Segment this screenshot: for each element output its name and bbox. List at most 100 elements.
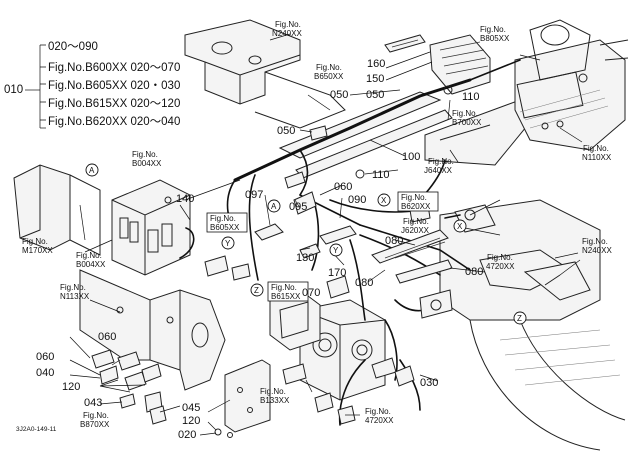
svg-text:A: A [89,166,95,175]
marker-a-left: A [85,163,99,177]
svg-text:Fig.No.: Fig.No. [260,387,286,396]
svg-text:B133XX: B133XX [260,396,290,405]
part-num-060-a: 060 [98,331,116,343]
fig-ref-b870: Fig.No. B870XX [80,411,110,429]
part-num-110-mid: 110 [372,169,390,181]
svg-text:B620XX: B620XX [401,202,431,211]
fig-ref-b004-upper: Fig.No. B004XX [132,150,162,168]
callout-line-4: Fig.No.B615XX 020～120 [48,98,180,110]
part-num-140: 140 [176,193,194,205]
fig-ref-m170: Fig.No. M170XX [22,237,53,255]
part-num-060-center: 060 [334,181,352,193]
fig-ref-j620: Fig.No. J620XX [401,217,430,235]
svg-text:J620XX: J620XX [401,226,430,235]
svg-text:Fig.No.: Fig.No. [22,237,48,246]
part-num-150: 150 [366,73,384,85]
part-num-090: 090 [348,194,366,206]
fig-ref-4720-right: Fig.No. 4720XX [486,253,515,271]
part-num-130: 130 [296,252,314,264]
lower-bracket-plate [224,359,271,433]
svg-text:B004XX: B004XX [76,260,106,269]
center-connector-row [204,85,453,299]
part-num-040: 040 [36,367,54,379]
svg-text:M170XX: M170XX [22,246,53,255]
svg-text:Fig.No.: Fig.No. [403,217,429,226]
marker-z-right: Z [513,311,527,325]
svg-text:Fig.No.: Fig.No. [401,193,427,202]
svg-text:Z: Z [517,314,522,323]
callout-number: 010 [4,84,23,96]
svg-text:Fig.No.: Fig.No. [275,20,301,29]
svg-text:N113XX: N113XX [60,292,90,301]
svg-text:X: X [457,222,463,231]
part-num-070: 070 [302,287,320,299]
fig-ref-n240-top: Fig.No. N240XX [272,20,302,38]
svg-text:B805XX: B805XX [480,34,510,43]
svg-text:Fig.No.: Fig.No. [76,251,102,260]
part-num-095: 095 [289,201,307,213]
fig-ref-b605: Fig.No. B605XX [206,212,248,233]
part-num-050-a: 050 [330,89,348,101]
marker-x-right: X [453,219,467,233]
fig-ref-b620: Fig.No. B620XX [397,191,439,212]
part-num-170: 170 [328,267,346,279]
small-switches-group [91,349,233,438]
marker-y-left: Y [221,236,235,250]
svg-text:N110XX: N110XX [582,153,612,162]
fig-ref-b133: Fig.No. B133XX [260,387,290,405]
fig-ref-n113: Fig.No. N113XX [60,283,90,301]
svg-text:Fig.No.: Fig.No. [271,283,297,292]
part-numbers: 160 150 050 050 110 050 100 110 060 140 … [36,58,483,441]
callout-line-2: Fig.No.B600XX 020～070 [48,62,180,74]
svg-text:Fig.No.: Fig.No. [480,25,506,34]
fig-ref-b700: Fig.No. B700XX [452,109,482,127]
callout-line-5: Fig.No.B620XX 020～040 [48,116,180,128]
svg-text:N240XX: N240XX [272,29,302,38]
fig-ref-b615: Fig.No. B615XX [267,281,309,302]
main-callout: 010 020～090 Fig.No.B600XX 020～070 Fig.No… [4,41,180,128]
svg-text:Fig.No.: Fig.No. [583,144,609,153]
control-box [111,179,195,276]
part-num-060-b: 060 [36,351,54,363]
marker-y-center: Y [329,243,343,257]
svg-text:B605XX: B605XX [210,223,240,232]
svg-text:B004XX: B004XX [132,159,162,168]
upper-frame-bracket [184,19,346,129]
svg-text:X: X [381,196,387,205]
svg-text:B615XX: B615XX [271,292,301,301]
part-num-080-b: 080 [465,266,483,278]
left-side-frame [13,164,226,391]
svg-text:B870XX: B870XX [80,420,110,429]
fig-ref-n240-right: Fig.No. N240XX [582,237,612,255]
part-num-160: 160 [367,58,385,70]
svg-text:B650XX: B650XX [314,72,344,81]
marker-z-left: Z [250,283,264,297]
part-num-080-a: 080 [385,235,403,247]
fig-ref-b805: Fig.No. B805XX [480,25,510,43]
part-num-050-b: 050 [366,89,384,101]
svg-text:4720XX: 4720XX [486,262,515,271]
figure-code: 3J2A0-149-11 [16,426,57,433]
callout-line-3: Fig.No.B605XX 020・030 [48,80,180,92]
svg-text:Y: Y [225,239,231,248]
part-num-043: 043 [84,397,102,409]
part-num-050-c: 050 [277,125,295,137]
callout-line-1: 020～090 [48,41,98,53]
fig-ref-b004-lower: Fig.No. B004XX [76,251,106,269]
part-num-030: 030 [420,377,438,389]
svg-text:Y: Y [333,246,339,255]
svg-text:Fig.No.: Fig.No. [452,109,478,118]
svg-text:Fig.No.: Fig.No. [60,283,86,292]
part-num-110-top: 110 [462,91,480,103]
leader-lines [25,33,583,436]
svg-text:Fig.No.: Fig.No. [83,411,109,420]
svg-text:4720XX: 4720XX [365,416,394,425]
svg-text:A: A [271,202,277,211]
view-markers: A A X X Y Y Z Z [85,163,527,325]
connector-block-top [384,34,491,95]
fig-ref-b650: Fig.No. B650XX [314,63,344,81]
part-num-097: 097 [245,189,263,201]
svg-text:Fig.No.: Fig.No. [132,150,158,159]
svg-text:Fig.No.: Fig.No. [365,407,391,416]
part-num-080-c: 080 [355,277,373,289]
